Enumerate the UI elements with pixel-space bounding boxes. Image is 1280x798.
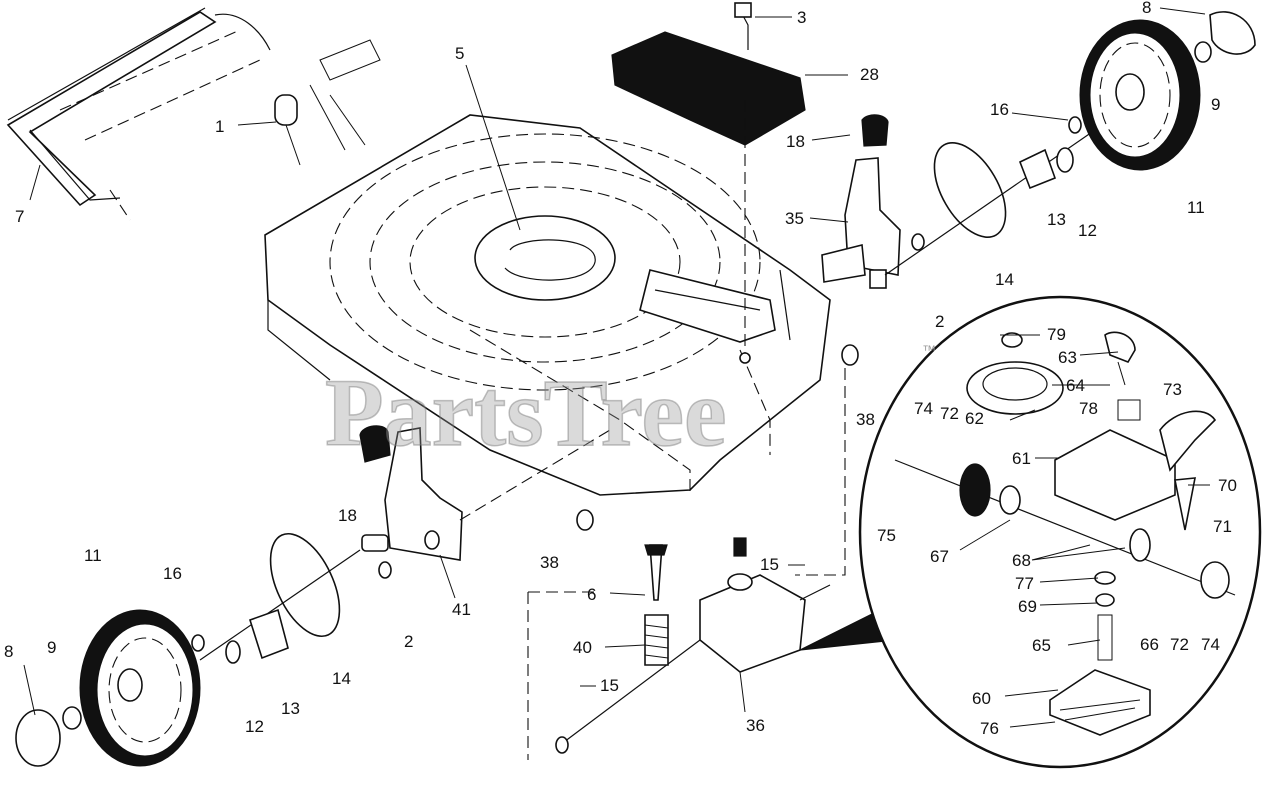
handle-assembly — [6, 7, 381, 221]
callout-64: 64 — [1066, 376, 1085, 395]
callout-40: 40 — [573, 638, 592, 657]
callout-74-lower: 74 — [1201, 635, 1220, 654]
callout-11: 11 — [1187, 198, 1205, 217]
callout-79: 79 — [1047, 325, 1066, 344]
callout-1: 1 — [215, 117, 224, 136]
callout-2-lower: 2 — [404, 632, 413, 651]
left-height-adjuster — [359, 425, 611, 561]
bottom-left-wheel — [15, 609, 201, 767]
callout-72: 72 — [940, 404, 959, 423]
mower-deck — [264, 114, 831, 496]
trademark-mark: ™ — [922, 342, 936, 358]
callout-2: 2 — [935, 312, 944, 331]
callout-60: 60 — [972, 689, 991, 708]
callout-72-lower: 72 — [1170, 635, 1189, 654]
callout-65: 65 — [1032, 636, 1051, 655]
callout-14: 14 — [995, 270, 1014, 289]
callout-16-lower: 16 — [163, 564, 182, 583]
callout-8-lower: 8 — [4, 642, 13, 661]
callout-38-center: 38 — [540, 553, 559, 572]
callout-35: 35 — [785, 209, 804, 228]
watermark: PartsTree ™ — [324, 342, 936, 467]
transmission-detail-inset — [799, 295, 1262, 769]
callout-9-lower: 9 — [47, 638, 56, 657]
callout-18: 18 — [786, 132, 805, 151]
callout-13: 13 — [1047, 210, 1066, 229]
callout-61: 61 — [1012, 449, 1031, 468]
callout-62: 62 — [965, 409, 984, 428]
callout-77: 77 — [1015, 574, 1034, 593]
callout-15-lower: 15 — [600, 676, 619, 695]
top-right-wheel — [1079, 11, 1256, 171]
callout-74: 74 — [914, 399, 933, 418]
transmission-assembly — [527, 344, 859, 760]
callout-8: 8 — [1142, 0, 1151, 17]
callout-71: 71 — [1213, 517, 1232, 536]
callout-78: 78 — [1079, 399, 1098, 418]
leader-lines — [23, 7, 1210, 728]
callout-63: 63 — [1058, 348, 1077, 367]
callout-68: 68 — [1012, 551, 1031, 570]
callout-7: 7 — [15, 207, 24, 226]
right-axle-parts — [884, 116, 1096, 276]
right-height-adjuster — [821, 114, 901, 289]
callout-14-lower: 14 — [332, 669, 351, 688]
callout-15: 15 — [760, 555, 779, 574]
callout-28: 28 — [860, 65, 879, 84]
callout-18-left: 18 — [338, 506, 357, 525]
callout-41: 41 — [452, 600, 471, 619]
callout-67: 67 — [930, 547, 949, 566]
callout-38: 38 — [856, 410, 875, 429]
callout-labels: 3 8 5 28 1 7 9 16 18 11 12 13 35 14 2 79… — [4, 0, 1237, 738]
callout-13-lower: 13 — [281, 699, 300, 718]
callout-76: 76 — [980, 719, 999, 738]
callout-16: 16 — [990, 100, 1009, 119]
callout-12-lower: 12 — [245, 717, 264, 736]
callout-36: 36 — [746, 716, 765, 735]
callout-75: 75 — [877, 526, 896, 545]
callout-6: 6 — [587, 585, 596, 604]
callout-9: 9 — [1211, 95, 1220, 114]
callout-5: 5 — [455, 44, 464, 63]
callout-66: 66 — [1140, 635, 1159, 654]
svg-text:PartsTree: PartsTree — [325, 359, 727, 466]
left-axle-parts — [191, 532, 392, 664]
callout-73: 73 — [1163, 380, 1182, 399]
callout-12: 12 — [1078, 221, 1097, 240]
callout-3: 3 — [797, 8, 806, 27]
callout-70: 70 — [1218, 476, 1237, 495]
drive-cover — [611, 2, 806, 364]
callout-11-lower: 11 — [84, 546, 102, 565]
callout-69: 69 — [1018, 597, 1037, 616]
